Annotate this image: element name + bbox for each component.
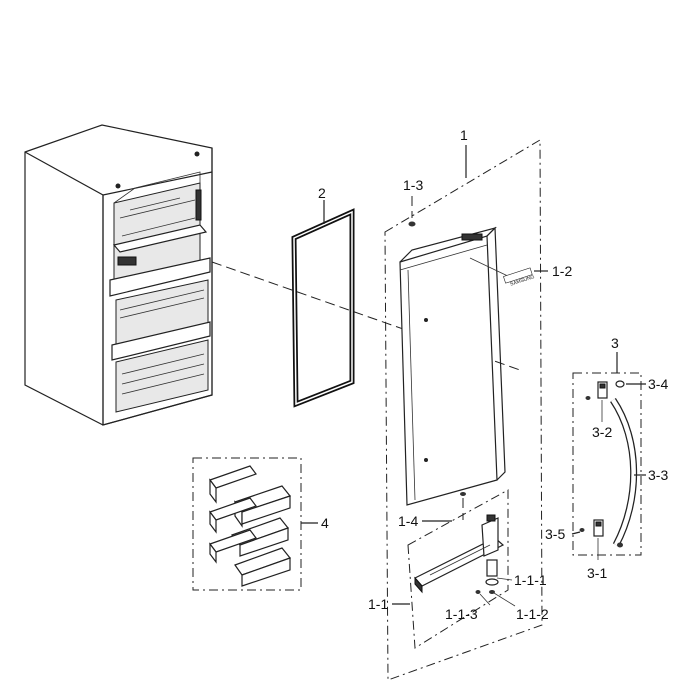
guard-set-boundary xyxy=(192,457,302,591)
handle-assembly-boundary xyxy=(572,372,642,556)
callout-3-4: 3-4 xyxy=(648,376,668,392)
callout-1-2: 1-2 xyxy=(552,263,572,279)
callout-3-1: 3-1 xyxy=(587,565,607,581)
refrigerator-cabinet xyxy=(24,124,213,426)
callout-1-1: 1-1 xyxy=(368,596,388,612)
callout-2: 2 xyxy=(318,185,326,201)
callout-3-5: 3-5 xyxy=(545,526,565,542)
callout-1: 1 xyxy=(460,127,468,143)
callout-4: 4 xyxy=(321,515,329,531)
callout-1-1-2: 1-1-2 xyxy=(516,606,549,622)
callout-1-3: 1-3 xyxy=(403,177,423,193)
hinge-assembly-boundary xyxy=(407,489,509,649)
callout-1-4: 1-4 xyxy=(398,513,418,529)
handle-screw xyxy=(579,528,585,532)
handle-bar xyxy=(610,398,638,547)
hinge-pin xyxy=(460,492,466,496)
handle-bracket-top xyxy=(585,381,608,400)
door-top-cap xyxy=(408,221,416,227)
logo-badge xyxy=(503,267,533,284)
handle-cap-top xyxy=(615,380,625,388)
callout-1-1-1: 1-1-1 xyxy=(514,572,547,588)
callout-1-1-3: 1-1-3 xyxy=(445,606,478,622)
door-guards xyxy=(209,465,292,587)
hinge-sub-parts xyxy=(475,559,499,594)
door-assembly-boundary xyxy=(384,139,543,681)
refrigerator-door xyxy=(399,226,506,506)
lower-hinge xyxy=(414,514,505,594)
callout-3-2: 3-2 xyxy=(592,424,612,440)
handle-bracket-bottom xyxy=(593,519,623,548)
door-gasket xyxy=(291,208,355,408)
callout-3-3: 3-3 xyxy=(648,467,668,483)
callout-3: 3 xyxy=(611,335,619,351)
